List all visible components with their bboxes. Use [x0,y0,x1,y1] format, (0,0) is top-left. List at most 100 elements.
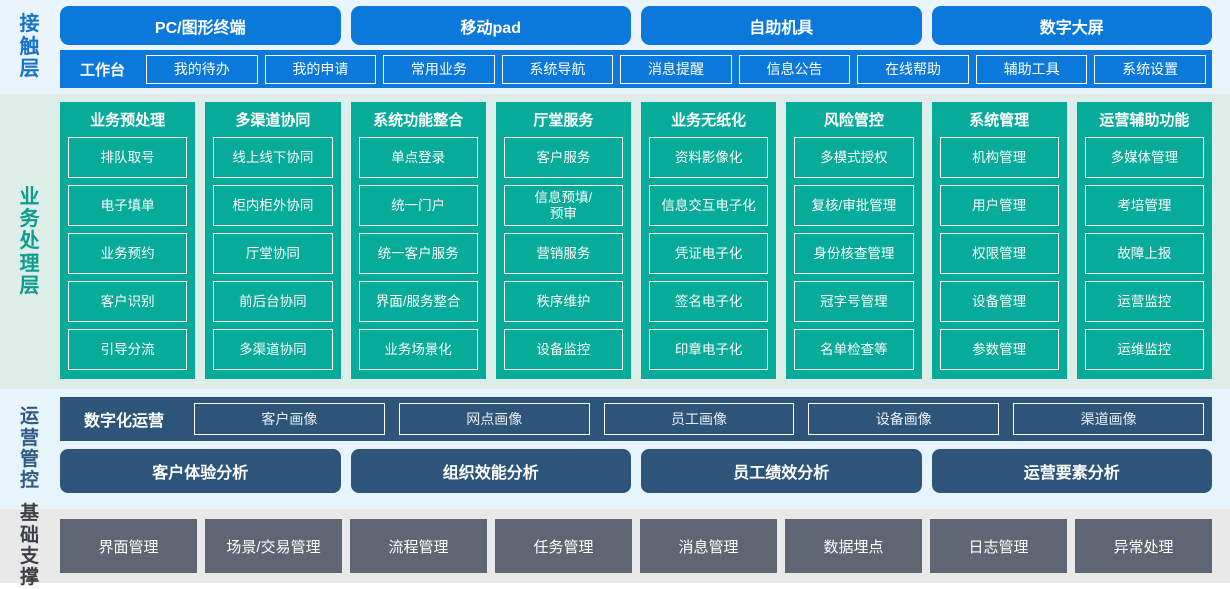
biz-item-front-back-collab[interactable]: 前后台协同 [213,281,333,322]
biz-item-list-check[interactable]: 名单检查等 [794,329,914,370]
portrait-employee[interactable]: 员工画像 [603,403,795,435]
foundation-data-tracking[interactable]: 数据埋点 [785,519,922,573]
biz-item-ui-service-integration[interactable]: 界面/服务整合 [358,281,478,322]
workbench-item-message-alert[interactable]: 消息提醒 [620,54,732,84]
workbench-item-my-todo[interactable]: 我的待办 [146,54,258,84]
column-items: 多媒体管理 考培管理 故障上报 运营监控 运维监控 [1084,137,1204,370]
column-title: 系统管理 [969,112,1030,129]
layer-business-label: 业务处理层 [0,94,60,389]
biz-item-user-mgmt[interactable]: 用户管理 [939,185,1059,226]
layer-contact-label: 接触层 [0,0,60,94]
biz-item-fault-report[interactable]: 故障上报 [1084,233,1204,274]
channel-pc[interactable]: PC/图形终端 [60,6,341,46]
layer-business: 业务处理层 业务预处理 排队取号 电子填单 业务预约 客户识别 引导分流 多渠道… [0,94,1230,389]
biz-item-e-form[interactable]: 电子填单 [68,185,188,226]
biz-item-signature-electronic[interactable]: 签名电子化 [649,281,769,322]
biz-item-order-maintenance[interactable]: 秩序维护 [503,281,623,322]
biz-item-training-mgmt[interactable]: 考培管理 [1084,185,1204,226]
biz-item-device-mgmt[interactable]: 设备管理 [939,281,1059,322]
biz-item-permission-mgmt[interactable]: 权限管理 [939,233,1059,274]
biz-item-info-prefill-prereview[interactable]: 信息预填/ 预审 [503,185,623,226]
biz-item-parameter-mgmt[interactable]: 参数管理 [939,329,1059,370]
workbench-item-aux-tools[interactable]: 辅助工具 [975,54,1088,84]
column-items: 排队取号 电子填单 业务预约 客户识别 引导分流 [68,137,188,370]
foundation-scenario-transaction-mgmt[interactable]: 场景/交易管理 [205,519,342,573]
layer-contact: 接触层 PC/图形终端 移动pad 自助机具 数字大屏 工作台 我的待办 我的申… [0,0,1230,94]
column-title: 业务无纸化 [671,112,747,129]
foundation-process-mgmt[interactable]: 流程管理 [350,519,487,573]
analysis-org-efficiency[interactable]: 组织效能分析 [350,449,631,493]
portrait-customer[interactable]: 客户画像 [194,403,385,435]
biz-item-org-mgmt[interactable]: 机构管理 [939,137,1059,178]
analysis-customer-experience[interactable]: 客户体验分析 [60,449,341,493]
biz-item-voucher-electronic[interactable]: 凭证电子化 [649,233,769,274]
biz-item-multimedia-mgmt[interactable]: 多媒体管理 [1084,137,1204,178]
biz-item-multimode-authorization[interactable]: 多模式授权 [794,137,914,178]
biz-item-online-offline-collab[interactable]: 线上线下协同 [213,137,333,178]
foundation-message-mgmt[interactable]: 消息管理 [640,519,777,573]
biz-item-single-sign-on[interactable]: 单点登录 [358,137,478,178]
column-title: 风险管控 [823,112,884,129]
channel-digital-screen[interactable]: 数字大屏 [931,6,1212,46]
biz-item-appointment[interactable]: 业务预约 [68,233,188,274]
foundation-task-mgmt[interactable]: 任务管理 [495,519,632,573]
portrait-device[interactable]: 设备画像 [808,403,1000,435]
channel-self-service[interactable]: 自助机具 [641,6,922,46]
workbench-bar: 工作台 我的待办 我的申请 常用业务 系统导航 消息提醒 信息公告 在线帮助 辅… [60,50,1212,88]
biz-item-unified-customer-service[interactable]: 统一客户服务 [358,233,478,274]
column-items: 客户服务 信息预填/ 预审 营销服务 秩序维护 设备监控 [503,137,623,370]
workbench-item-system-nav[interactable]: 系统导航 [501,54,614,84]
biz-item-maintenance-monitoring[interactable]: 运维监控 [1084,329,1204,370]
biz-item-operation-monitoring[interactable]: 运营监控 [1084,281,1204,322]
biz-item-customer-recognition[interactable]: 客户识别 [68,281,188,322]
business-column-paperless: 业务无纸化 资料影像化 信息交互电子化 凭证电子化 签名电子化 印章电子化 [641,102,777,379]
business-column-ops-support: 运营辅助功能 多媒体管理 考培管理 故障上报 运营监控 运维监控 [1076,102,1212,379]
layer-contact-label-text: 接触层 [19,13,41,81]
biz-item-unified-portal[interactable]: 统一门户 [358,185,478,226]
business-column-preprocess: 业务预处理 排队取号 电子填单 业务预约 客户识别 引导分流 [60,102,196,379]
biz-item-review-approval[interactable]: 复核/审批管理 [794,185,914,226]
business-column-risk-control: 风险管控 多模式授权 复核/审批管理 身份核查管理 冠字号管理 名单检查等 [786,102,922,379]
biz-item-customer-service[interactable]: 客户服务 [503,137,623,178]
biz-item-guidance-diversion[interactable]: 引导分流 [68,329,188,370]
digital-operations-bar: 数字化运营 客户画像 网点画像 员工画像 设备画像 渠道画像 [60,397,1212,441]
business-column-lobby-service: 厅堂服务 客户服务 信息预填/ 预审 营销服务 秩序维护 设备监控 [495,102,631,379]
layer-foundation-label-text: 基础支撑 [19,503,40,589]
workbench-item-my-application[interactable]: 我的申请 [264,54,377,84]
layer-business-body: 业务预处理 排队取号 电子填单 业务预约 客户识别 引导分流 多渠道协同 线上线… [60,94,1230,389]
portrait-channel[interactable]: 渠道画像 [1013,403,1204,435]
column-title: 厅堂服务 [533,112,594,129]
analysis-employee-performance[interactable]: 员工绩效分析 [641,449,922,493]
column-items: 线上线下协同 柜内柜外协同 厅堂协同 前后台协同 多渠道协同 [213,137,333,370]
biz-item-identity-verification[interactable]: 身份核查管理 [794,233,914,274]
channel-mobile-pad[interactable]: 移动pad [350,6,631,46]
workbench-item-common-business[interactable]: 常用业务 [383,54,495,84]
foundation-exception-handling[interactable]: 异常处理 [1075,519,1212,573]
column-title: 系统功能整合 [373,112,464,129]
workbench-item-system-settings[interactable]: 系统设置 [1094,54,1206,84]
biz-item-lobby-collab[interactable]: 厅堂协同 [213,233,333,274]
biz-item-seal-electronic[interactable]: 印章电子化 [649,329,769,370]
portrait-branch[interactable]: 网点画像 [398,403,590,435]
layer-operations-label: 运营管控 [0,389,60,509]
biz-item-serial-number-mgmt[interactable]: 冠字号管理 [794,281,914,322]
workbench-item-online-help[interactable]: 在线帮助 [857,54,969,84]
biz-item-queue-ticket[interactable]: 排队取号 [68,137,188,178]
layer-operations-body: 数字化运营 客户画像 网点画像 员工画像 设备画像 渠道画像 客户体验分析 组织… [60,389,1230,509]
biz-item-device-monitoring[interactable]: 设备监控 [503,329,623,370]
foundation-row: 界面管理 场景/交易管理 流程管理 任务管理 消息管理 数据埋点 日志管理 异常… [60,519,1212,573]
foundation-log-mgmt[interactable]: 日志管理 [930,519,1067,573]
biz-item-multichannel-collab[interactable]: 多渠道协同 [213,329,333,370]
workbench-item-announcement[interactable]: 信息公告 [738,54,851,84]
biz-item-marketing-service[interactable]: 营销服务 [503,233,623,274]
business-column-system-integration: 系统功能整合 单点登录 统一门户 统一客户服务 界面/服务整合 业务场景化 [350,102,486,379]
biz-item-info-exchange-electronic[interactable]: 信息交互电子化 [649,185,769,226]
biz-item-counter-collab[interactable]: 柜内柜外协同 [213,185,333,226]
foundation-ui-mgmt[interactable]: 界面管理 [60,519,197,573]
layer-business-label-text: 业务处理层 [19,185,41,298]
analysis-operation-factors[interactable]: 运营要素分析 [931,449,1212,493]
biz-item-business-scenario[interactable]: 业务场景化 [358,329,478,370]
biz-item-material-imaging[interactable]: 资料影像化 [649,137,769,178]
analysis-row: 客户体验分析 组织效能分析 员工绩效分析 运营要素分析 [60,449,1212,493]
